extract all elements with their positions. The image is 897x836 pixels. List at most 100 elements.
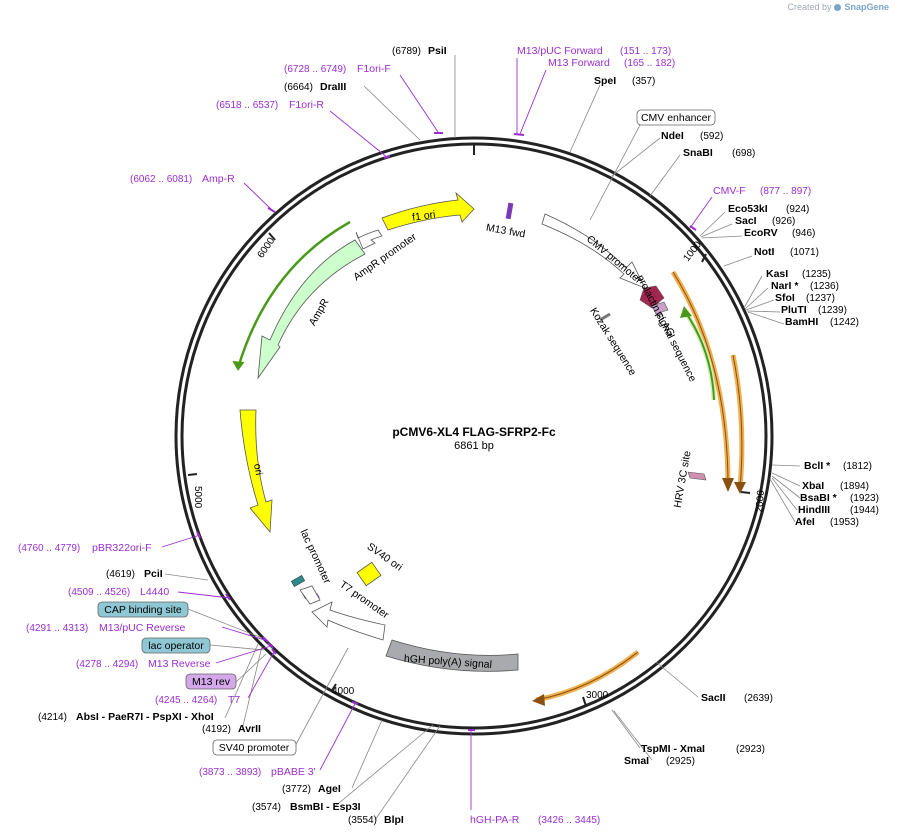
enzyme-smai[interactable]: SmaI	[624, 755, 649, 767]
lac-promoter-arrow	[299, 585, 321, 605]
enzyme-psii[interactable]: PsiI	[428, 45, 447, 57]
enzyme-noti[interactable]: NotI	[754, 246, 774, 258]
primer-f1ori-r-pos: (6518 .. 6537)	[216, 100, 278, 111]
primer-hgh-pa-r[interactable]: hGH-PA-R	[470, 814, 520, 826]
primer-amp-r[interactable]: Amp-R	[202, 173, 235, 185]
enzyme-eco53ki[interactable]: Eco53kI	[728, 203, 768, 215]
primer-m13-puc-forward[interactable]: M13/pUC Forward	[517, 45, 603, 57]
enzyme-sfoi-pos: (1237)	[806, 293, 835, 304]
enzyme-ecorv[interactable]: EcoRV	[744, 227, 778, 239]
enzyme-bsmbi-esp3i[interactable]: BsmBI - Esp3I	[290, 801, 361, 813]
snapgene-logo-icon	[834, 3, 842, 11]
enzyme-draiii[interactable]: DraIII	[320, 81, 346, 93]
enzyme-pluti-pos: (1239)	[818, 305, 847, 316]
hrv-3c-marker	[687, 471, 707, 481]
enzyme-afei-pos: (1953)	[830, 517, 859, 528]
primer-bars	[196, 132, 697, 731]
enzyme-sfoi[interactable]: SfoI	[775, 292, 795, 304]
primer-m13-forward-pos: (165 .. 182)	[624, 58, 675, 69]
hrv-3c-label: HRV 3C site	[672, 450, 694, 509]
enzyme-agei[interactable]: AgeI	[318, 783, 341, 795]
backbone-outer	[174, 136, 774, 736]
sv40-promoter-box	[212, 739, 297, 756]
primer-pbabe3-pos: (3873 .. 3893)	[199, 767, 261, 778]
enzyme-afei[interactable]: AfeI	[795, 516, 815, 528]
primer-m13-forward[interactable]: M13 Forward	[548, 57, 610, 69]
sv40-promoter-label[interactable]: SV40 promoter	[219, 742, 290, 754]
enzyme-noti-pos: (1071)	[790, 247, 819, 258]
m13-fwd-label: M13 fwd	[485, 222, 526, 241]
primer-t7-pos: (4245 .. 4264)	[155, 695, 217, 706]
enzyme-ndei[interactable]: NdeI	[661, 130, 684, 142]
primer-amp-r-pos: (6062 .. 6081)	[130, 174, 192, 185]
enzyme-spei-pos: (357)	[632, 76, 655, 87]
primer-l4440-pos: (4509 .. 4526)	[68, 587, 130, 598]
primer-f1ori-f[interactable]: F1ori-F	[357, 63, 391, 75]
ori-label: ori	[251, 463, 265, 477]
enzyme-pcii[interactable]: PciI	[144, 568, 163, 580]
cmv-promoter-arrow	[541, 213, 646, 289]
enzyme-hindiii-pos: (1944)	[850, 505, 879, 516]
f1-ori-label: f1 ori	[411, 209, 436, 224]
cmv-enhancer-box	[636, 109, 716, 126]
kozak-marker	[599, 312, 611, 322]
enzyme-snabi[interactable]: SnaBI	[683, 147, 713, 159]
primer-t7[interactable]: T7	[228, 694, 240, 706]
enzyme-ndei-pos: (592)	[700, 131, 723, 142]
ampr-arrow	[257, 239, 366, 380]
enzyme-spei[interactable]: SpeI	[594, 75, 616, 87]
primer-m13-reverse-pos: (4278 .. 4294)	[76, 659, 138, 670]
leader-lines	[164, 55, 801, 821]
primer-l4440[interactable]: L4440	[140, 586, 169, 598]
enzyme-psii-pos: (6789)	[392, 46, 421, 57]
credit-prefix: Created by	[787, 2, 832, 12]
enzyme-nari[interactable]: NarI *	[771, 280, 799, 292]
m13-rev-label[interactable]: M13 rev	[192, 676, 231, 688]
cap-binding-label[interactable]: CAP binding site	[104, 604, 182, 616]
enzyme-pcii-pos: (4619)	[106, 569, 135, 580]
ori-arrow	[239, 409, 273, 534]
f1-ori-arrow	[381, 191, 475, 231]
enzyme-snabi-pos: (698)	[732, 148, 755, 159]
orf-orange-inner	[730, 354, 745, 489]
enzyme-agei-pos: (3772)	[282, 784, 311, 795]
enzyme-pluti[interactable]: PluTI	[781, 304, 807, 316]
enzyme-bsabi[interactable]: BsaBI *	[800, 492, 838, 504]
flag-arrow	[639, 285, 665, 309]
ampr-promoter-arrow	[355, 229, 383, 250]
enzyme-avrii[interactable]: AvrII	[238, 723, 261, 735]
primer-f1ori-r[interactable]: F1ori-R	[289, 99, 324, 111]
hgh-polya-arrow	[385, 639, 519, 672]
enzyme-bamhi-pos: (1242)	[830, 317, 859, 328]
t7-promoter-arrow	[311, 601, 386, 641]
cap-binding-box	[97, 601, 189, 618]
enzyme-kasi[interactable]: KasI	[766, 268, 788, 280]
lac-operator-box	[141, 637, 211, 654]
enzyme-absi-xhoi[interactable]: AbsI - PaeR7I - PspXI - XhoI	[76, 711, 214, 723]
snapgene-credit: Created by SnapGene	[787, 2, 889, 12]
lac-operator-label[interactable]: lac operator	[148, 640, 204, 652]
primer-m13-reverse[interactable]: M13 Reverse	[148, 658, 211, 670]
enzyme-sacii[interactable]: SacII	[701, 692, 726, 704]
ampr-outer-line	[236, 220, 351, 369]
sv40-ori-marker	[356, 561, 382, 587]
primer-m13-puc-forward-pos: (151 .. 173)	[620, 46, 671, 57]
enzyme-saci[interactable]: SacI	[735, 215, 757, 227]
cmv-enhancer-label[interactable]: CMV enhancer	[641, 112, 712, 124]
enzyme-blpi-pos: (3554)	[348, 815, 377, 826]
enzyme-hindiii[interactable]: HindIII	[798, 504, 830, 516]
enzyme-bamhi[interactable]: BamHI	[785, 316, 818, 328]
primer-cmv-f-pos: (877 .. 897)	[760, 186, 811, 197]
primer-m13-puc-reverse[interactable]: M13/pUC Reverse	[99, 622, 186, 634]
enzyme-bcli[interactable]: BclI *	[804, 460, 831, 472]
primer-cmv-f[interactable]: CMV-F	[713, 185, 746, 197]
enzyme-tspmi-xmai[interactable]: TspMI - XmaI	[641, 743, 705, 755]
primer-pbabe3[interactable]: pBABE 3'	[271, 766, 316, 778]
tick-label-3000: 3000	[586, 690, 609, 701]
enzyme-xbai[interactable]: XbaI	[802, 480, 824, 492]
enzyme-blpi[interactable]: BlpI	[384, 814, 404, 826]
enzyme-saci-pos: (926)	[772, 216, 795, 227]
enzyme-kasi-pos: (1235)	[802, 269, 831, 280]
primer-pbr322ori-f[interactable]: pBR322ori-F	[92, 542, 152, 554]
